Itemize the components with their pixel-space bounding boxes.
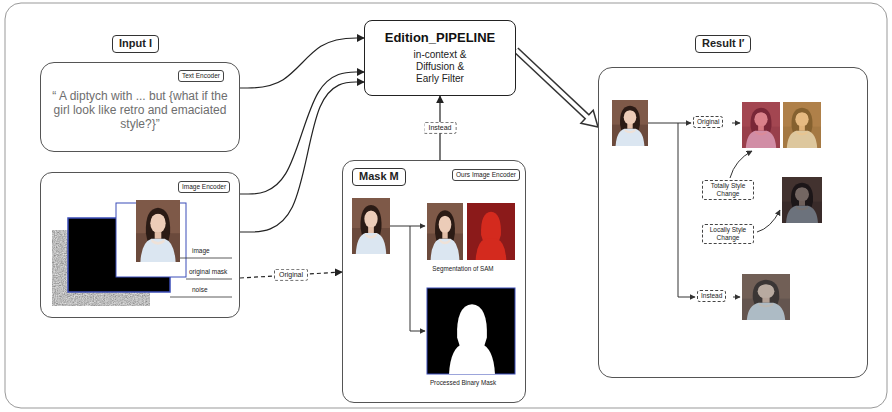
node-text: Instead [701,292,722,300]
mask-images [352,198,515,374]
photo [742,102,780,148]
segmentation-silhouette [476,212,507,260]
pointer-arrow [757,210,780,232]
branch-line [648,123,678,124]
branch-tag: Original [693,116,723,128]
node-text: Processed Binary Mask [403,380,523,387]
connector-line [240,82,364,232]
tint [783,102,821,148]
node-text: Input I [119,37,152,51]
connector [240,82,364,232]
branch-line [410,226,411,331]
node-text: Original [697,118,719,126]
branch-line [678,123,679,297]
mask-silhouette [449,304,495,374]
branch-arrow [733,297,740,298]
image-input-box: image original mask noise Image Encoder [40,172,240,318]
input-images [52,200,232,306]
prompt-box: “ A diptych with ... but {what if the gi… [40,62,240,152]
result-panel: Result I′OriginalTotally Style ChangeLoc… [598,67,868,378]
segmentation-image [467,203,515,260]
connector [240,38,364,88]
edge-label: Instead [424,122,457,134]
edge-label: Original [274,269,308,281]
result-images [612,100,822,320]
photo [136,200,180,262]
leader-line [180,258,232,259]
section-heading: Input I [112,35,159,53]
branch-tag: Totally Style Change [702,180,754,200]
connector-line [240,38,364,88]
photo [612,100,648,146]
node-text: in-context & Diffusion & Early Filter [404,49,476,85]
leader-line [170,297,232,298]
photo [783,102,821,148]
branch-arrow [678,123,691,124]
encoder-tag: Text Encoder [178,70,224,82]
outer-frame [5,3,887,408]
node-text: Text Encoder [182,72,220,80]
node-text: Edition_PIPELINE [371,30,509,46]
branch-arrow [732,123,740,124]
connector-line [516,50,589,118]
node-text: Ours Image Encoder [456,171,516,179]
node-text: original mask [189,268,227,275]
binary-mask [427,288,515,374]
node-text: “ A diptych with ... but {what if the gi… [51,89,229,131]
node-text: Totally Style Change [706,182,750,198]
photo [427,203,463,260]
encoder-tag: Image Encoder [178,181,230,193]
photo [782,177,822,223]
heading-text: Mask M [352,168,406,186]
node-text: Segmentation of SAM [403,266,523,273]
branch-arrow [678,297,695,298]
branch-arrow [410,226,425,227]
leader-line [186,279,232,280]
node-text: Locally Style Change [706,226,750,242]
photo [352,198,390,254]
tint [742,274,790,320]
pipeline-box: Edition_PIPELINE in-context & Diffusion &… [364,20,516,96]
node-text: Image Encoder [182,183,226,191]
tint [742,102,780,148]
branch-line [390,226,410,227]
mask-panel: Mask M Segmentation of SAM Processed Binar… [342,160,526,403]
node-text: image [192,247,210,254]
photo [742,274,790,320]
encoder-tag: Ours Image Encoder [452,169,520,181]
connector [516,50,598,127]
heading-text: Result I′ [695,35,751,53]
pointer-arrow [730,151,752,178]
node-text: noise [192,286,208,293]
tint [782,177,822,223]
branch-tag: Locally Style Change [702,224,754,244]
branch-arrow [410,331,425,332]
branch-tag: Instead [697,290,726,302]
